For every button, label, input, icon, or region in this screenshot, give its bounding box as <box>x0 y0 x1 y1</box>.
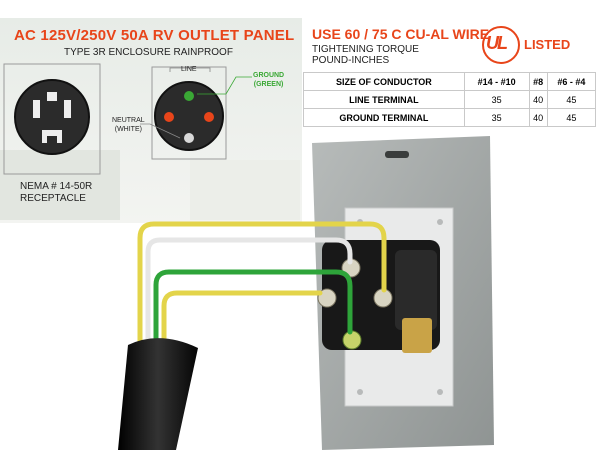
line-bracket <box>169 67 211 72</box>
table-cell: 35 <box>463 90 530 109</box>
table-row: LINE TERMINAL 35 40 45 <box>303 90 597 109</box>
table-cell: 40 <box>528 108 548 127</box>
wire-white <box>145 237 353 363</box>
wire-yellow-top <box>137 221 387 363</box>
bracket-hole <box>437 219 443 225</box>
page-title: AC 125V/250V 50A RV OUTLET PANEL <box>14 27 295 44</box>
plate-slot <box>385 151 409 158</box>
table-row: GROUND TERMINAL 35 40 45 <box>303 108 597 127</box>
terminal-line-left <box>164 112 174 122</box>
nema-outline <box>3 63 101 175</box>
black-cable <box>118 338 198 450</box>
wire-yellow-bottom <box>161 290 323 363</box>
table-cell: 40 <box>528 90 548 109</box>
receptacle-label: NEMA # 14-50R RECEPTACLE <box>20 181 92 205</box>
ground-label-color: (GREEN) <box>253 81 284 88</box>
neutral-label-name: NEUTRAL <box>112 117 145 124</box>
screw-ground <box>342 330 362 350</box>
brass-terminal <box>402 318 432 353</box>
ul-logo-text: UL <box>486 33 508 53</box>
receptacle-face <box>395 250 437 330</box>
table-row-label: LINE TERMINAL <box>303 90 465 109</box>
ground-leader <box>197 76 252 95</box>
nema-receptacle-face <box>14 79 90 155</box>
torque-label-line1: TIGHTENING TORQUE <box>312 44 419 55</box>
wiring-outline <box>151 66 227 160</box>
table-header-row: SIZE OF CONDUCTOR #14 - #10 #8 #6 - #4 <box>303 72 597 91</box>
line-label: LINE <box>181 66 197 73</box>
receptacle-label-type: RECEPTACLE <box>20 193 86 204</box>
neutral-leader <box>140 123 181 139</box>
ul-listed-label: LISTED <box>524 37 571 52</box>
ground-label-name: GROUND <box>253 72 285 79</box>
bracket-hole <box>357 389 363 395</box>
wire-spec-title: USE 60 / 75 C CU-AL WIRE <box>312 26 490 42</box>
torque-table: SIZE OF CONDUCTOR #14 - #10 #8 #6 - #4 L… <box>303 72 597 127</box>
nema-slot-right <box>64 100 71 118</box>
table-row-label: GROUND TERMINAL <box>303 108 465 127</box>
table-header-cell: #8 <box>528 72 548 91</box>
terminal-ground <box>184 91 194 101</box>
ground-label: GROUND (GREEN) <box>253 71 284 89</box>
wiring-receptacle-back <box>154 81 224 151</box>
terminal-neutral <box>184 133 194 143</box>
nema-slot-ground <box>47 92 57 101</box>
neutral-label-color: (WHITE) <box>114 126 142 133</box>
table-cell: 35 <box>463 108 530 127</box>
nema-slot-neutral <box>42 130 62 143</box>
table-header-cell: #6 - #4 <box>546 72 597 91</box>
table-cell: 45 <box>546 90 597 109</box>
ul-logo-icon <box>482 26 520 64</box>
torque-label-line2: POUND-INCHES <box>312 55 390 66</box>
wire-green <box>153 269 353 363</box>
terminal-line-right <box>204 112 214 122</box>
table-header-cell: SIZE OF CONDUCTOR <box>303 72 465 91</box>
table-header-cell: #14 - #10 <box>463 72 530 91</box>
table-cell: 45 <box>546 108 597 127</box>
screw-neutral <box>317 288 337 308</box>
backdrop-rv <box>190 160 300 220</box>
bracket-hole <box>437 389 443 395</box>
nema-slot-left <box>33 100 40 118</box>
page-subtitle: TYPE 3R ENCLOSURE RAINPROOF <box>64 47 233 58</box>
neutral-label: NEUTRAL (WHITE) <box>112 116 145 134</box>
receptacle-label-model: NEMA # 14-50R <box>20 181 93 192</box>
